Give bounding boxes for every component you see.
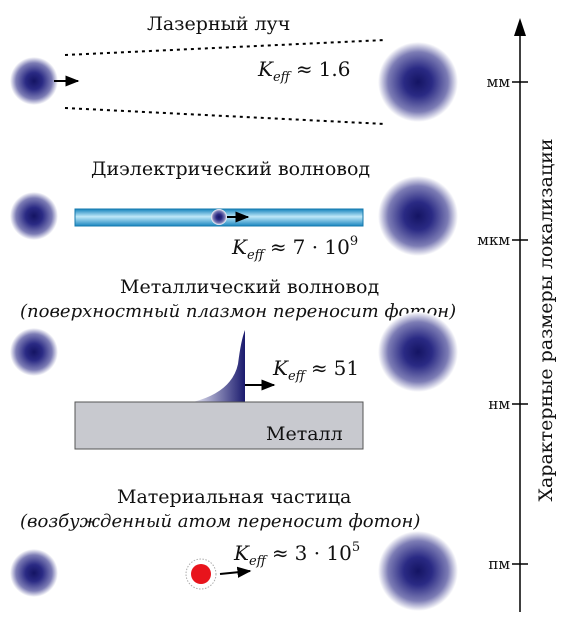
small-spot-particle bbox=[10, 549, 58, 597]
waveguide-photon bbox=[211, 209, 227, 225]
section-metal: Металлический волновод (поверхностный пл… bbox=[10, 276, 458, 450]
atom-arrow bbox=[219, 566, 252, 578]
section-particle: Материальная частица (возбужденный атом … bbox=[10, 486, 458, 611]
axis-label: Характерные размеры локализации bbox=[535, 138, 557, 501]
metal-title: Металлический волновод bbox=[120, 276, 379, 298]
tick-label-mm: мм bbox=[487, 73, 511, 91]
axis-arrowhead bbox=[514, 18, 526, 36]
tick-label-um: мкм bbox=[477, 231, 510, 249]
beam-lower-edge bbox=[64, 107, 386, 125]
scale-axis: мм мкм нм пм Характерные размеры локализ… bbox=[477, 18, 557, 612]
large-spot-particle bbox=[378, 531, 458, 611]
tick-label-pm: пм bbox=[488, 555, 510, 573]
metal-block bbox=[74, 401, 364, 450]
atom-dot bbox=[191, 564, 211, 584]
k-formula-laser: Keff≈1.6 bbox=[257, 57, 350, 85]
section-laser: Лазерный луч Keff≈1.6 bbox=[10, 13, 458, 125]
k-formula-metal: Keff≈51 bbox=[272, 356, 359, 384]
k-formula-particle: Keff≈3 · 105 bbox=[233, 540, 360, 569]
particle-subtitle: (возбужденный атом переносит фотон) bbox=[20, 511, 420, 532]
section-dielectric: Диэлектрический волновод Keff≈7 · 109 bbox=[10, 158, 458, 263]
metal-subtitle: (поверхностный плазмон переносит фотон) bbox=[20, 301, 456, 322]
large-spot-metal bbox=[378, 312, 458, 392]
laser-title: Лазерный луч bbox=[147, 13, 290, 35]
tick-label-nm: нм bbox=[488, 395, 510, 413]
small-spot-dielectric bbox=[10, 192, 58, 240]
metal-block-label: Металл bbox=[266, 423, 343, 445]
small-spot-laser bbox=[10, 57, 58, 105]
k-formula-dielectric: Keff≈7 · 109 bbox=[231, 234, 358, 263]
large-spot-laser bbox=[378, 42, 458, 122]
dielectric-title: Диэлектрический волновод bbox=[91, 158, 370, 180]
beam-upper-edge bbox=[64, 39, 386, 56]
plasmon-tail bbox=[193, 330, 245, 402]
large-spot-dielectric bbox=[378, 176, 458, 256]
particle-title: Материальная частица bbox=[117, 486, 351, 508]
small-spot-metal bbox=[10, 328, 58, 376]
